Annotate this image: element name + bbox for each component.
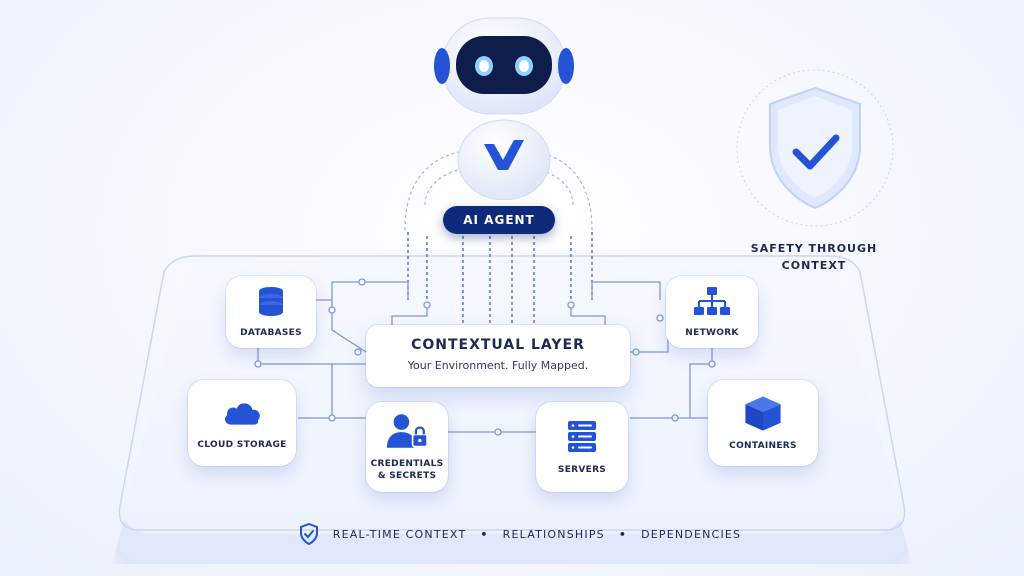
database-icon xyxy=(259,287,283,316)
databases-label: DATABASES xyxy=(240,328,302,338)
shield-check-icon xyxy=(736,69,894,227)
servers-label: SERVERS xyxy=(557,465,607,475)
network-tree-icon xyxy=(694,287,730,315)
footer-separator: • xyxy=(480,527,489,541)
servers-card: SERVERS xyxy=(536,402,628,492)
credentials-label: CREDENTIALS & SECRETS xyxy=(370,459,444,481)
user-lock-icon xyxy=(386,414,428,448)
footer-item-dependencies: DEPENDENCIES xyxy=(641,527,742,541)
robot-icon xyxy=(434,17,574,200)
contextual-layer-subtitle: Your Environment. Fully Mapped. xyxy=(407,359,589,372)
footer-separator: • xyxy=(618,527,628,541)
safety-label: SAFETY THROUGH CONTEXT xyxy=(750,242,878,272)
contextual-layer-title: CONTEXTUAL LAYER xyxy=(411,337,585,353)
cloud-storage-label: CLOUD STORAGE xyxy=(197,440,287,450)
network-label: NETWORK xyxy=(685,328,739,338)
footer-item-realtime: REAL-TIME CONTEXT xyxy=(332,527,467,541)
footer-item-relationships: RELATIONSHIPS xyxy=(502,527,605,541)
ai-agent-badge: AI AGENT xyxy=(443,206,555,234)
contextual-layer-card: CONTEXTUAL LAYER Your Environment. Fully… xyxy=(366,325,630,387)
containers-label: CONTAINERS xyxy=(729,441,797,451)
cloud-icon xyxy=(224,403,260,425)
cube-icon xyxy=(745,396,781,431)
cloud-storage-card: CLOUD STORAGE xyxy=(188,380,296,466)
feature-footer: REAL-TIME CONTEXT • RELATIONSHIPS • DEPE… xyxy=(270,522,770,546)
server-icon xyxy=(568,421,596,452)
credentials-card: CREDENTIALS & SECRETS xyxy=(366,402,448,492)
databases-card: DATABASES xyxy=(226,276,316,348)
shield-check-icon xyxy=(299,523,318,545)
network-card: NETWORK xyxy=(666,276,758,348)
containers-card: CONTAINERS xyxy=(708,380,818,466)
